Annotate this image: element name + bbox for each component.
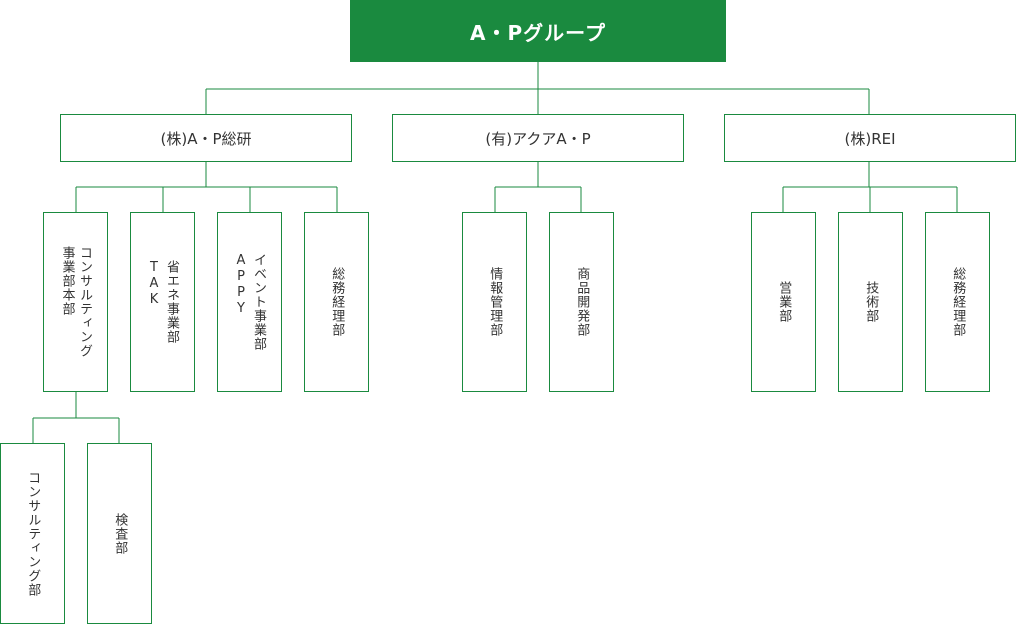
root-node: A・Pグループ bbox=[350, 0, 726, 62]
dept-label: 省エネ事業部 TAK bbox=[146, 260, 180, 344]
company-node-aqua-ap: (有)アクアA・P bbox=[392, 114, 684, 162]
subdept-node-consulting: コンサルティング部 bbox=[0, 443, 65, 624]
dept-node-event-appy: イベント事業部 APPY bbox=[217, 212, 282, 392]
company-node-ap-souken: (株)A・P総研 bbox=[60, 114, 352, 162]
dept-node-sales: 営業部 bbox=[751, 212, 816, 392]
company-label: (株)REI bbox=[844, 129, 896, 148]
company-node-rei: (株)REI bbox=[724, 114, 1016, 162]
dept-label: イベント事業部 APPY bbox=[233, 253, 267, 351]
dept-label: コンサルティング部 bbox=[25, 470, 41, 597]
dept-node-general-affairs-rei: 総務経理部 bbox=[925, 212, 990, 392]
dept-node-product-dev: 商品開発部 bbox=[549, 212, 614, 392]
dept-label: 検査部 bbox=[112, 512, 128, 555]
dept-node-general-affairs: 総務経理部 bbox=[304, 212, 369, 392]
root-label: A・Pグループ bbox=[470, 20, 606, 45]
dept-node-info-management: 情報管理部 bbox=[462, 212, 527, 392]
dept-label: 総務経理部 bbox=[950, 267, 966, 337]
company-label: (有)アクアA・P bbox=[485, 129, 591, 148]
dept-label: 技術部 bbox=[863, 281, 879, 323]
dept-label: 商品開発部 bbox=[574, 267, 590, 337]
dept-label: コンサルティング 事業部本部 bbox=[59, 246, 93, 358]
dept-node-consulting-hq: コンサルティング 事業部本部 bbox=[43, 212, 108, 392]
dept-label: 総務経理部 bbox=[329, 267, 345, 337]
dept-label: 営業部 bbox=[776, 281, 792, 323]
subdept-node-inspection: 検査部 bbox=[87, 443, 152, 624]
dept-node-technical: 技術部 bbox=[838, 212, 903, 392]
company-label: (株)A・P総研 bbox=[160, 129, 252, 148]
dept-node-energy-tak: 省エネ事業部 TAK bbox=[130, 212, 195, 392]
dept-label: 情報管理部 bbox=[487, 267, 503, 337]
